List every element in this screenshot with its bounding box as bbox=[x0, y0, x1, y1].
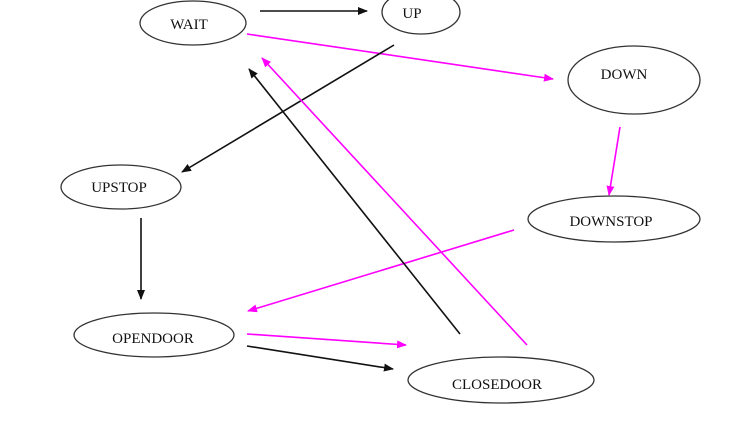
node-opendoor-label: OPENDOOR bbox=[112, 331, 194, 347]
node-closedoor-label: CLOSEDOOR bbox=[452, 377, 542, 393]
node-downstop[interactable]: DOWNSTOP bbox=[527, 195, 701, 243]
nodes: WAIT UP DOWN UPSTOP DOWNSTOP OPENDOOR CL… bbox=[60, 0, 701, 404]
node-down[interactable]: DOWN bbox=[567, 45, 701, 115]
node-opendoor[interactable]: OPENDOOR bbox=[73, 312, 235, 358]
node-up-label: UP bbox=[402, 6, 421, 22]
node-upstop-shape bbox=[60, 164, 182, 210]
edge-opendoor-to-closedoor-black bbox=[246, 345, 394, 372]
node-opendoor-shape bbox=[73, 312, 235, 358]
node-down-label: DOWN bbox=[601, 67, 648, 83]
node-closedoor-shape bbox=[407, 356, 595, 404]
edge-up-to-upstop bbox=[181, 44, 395, 173]
edge-down-to-downstop bbox=[606, 126, 621, 196]
edge-closedoor-to-wait-black bbox=[248, 68, 461, 335]
node-upstop-label: UPSTOP bbox=[91, 180, 147, 196]
node-downstop-shape bbox=[527, 195, 701, 243]
node-up-shape bbox=[381, 0, 461, 35]
edge-wait-to-down bbox=[246, 33, 554, 82]
node-downstop-label: DOWNSTOP bbox=[569, 214, 652, 230]
edge-downstop-to-opendoor bbox=[247, 229, 515, 313]
edge-closedoor-to-wait-magenta bbox=[261, 57, 528, 346]
node-wait[interactable]: WAIT bbox=[139, 0, 247, 46]
node-wait-label: WAIT bbox=[170, 17, 208, 33]
node-down-shape bbox=[567, 45, 701, 115]
node-up[interactable]: UP bbox=[381, 0, 461, 35]
edge-opendoor-to-closedoor-magenta bbox=[246, 333, 407, 349]
node-upstop[interactable]: UPSTOP bbox=[60, 164, 182, 210]
edges bbox=[137, 7, 621, 372]
node-closedoor[interactable]: CLOSEDOOR bbox=[407, 356, 595, 404]
node-wait-shape bbox=[139, 0, 247, 46]
